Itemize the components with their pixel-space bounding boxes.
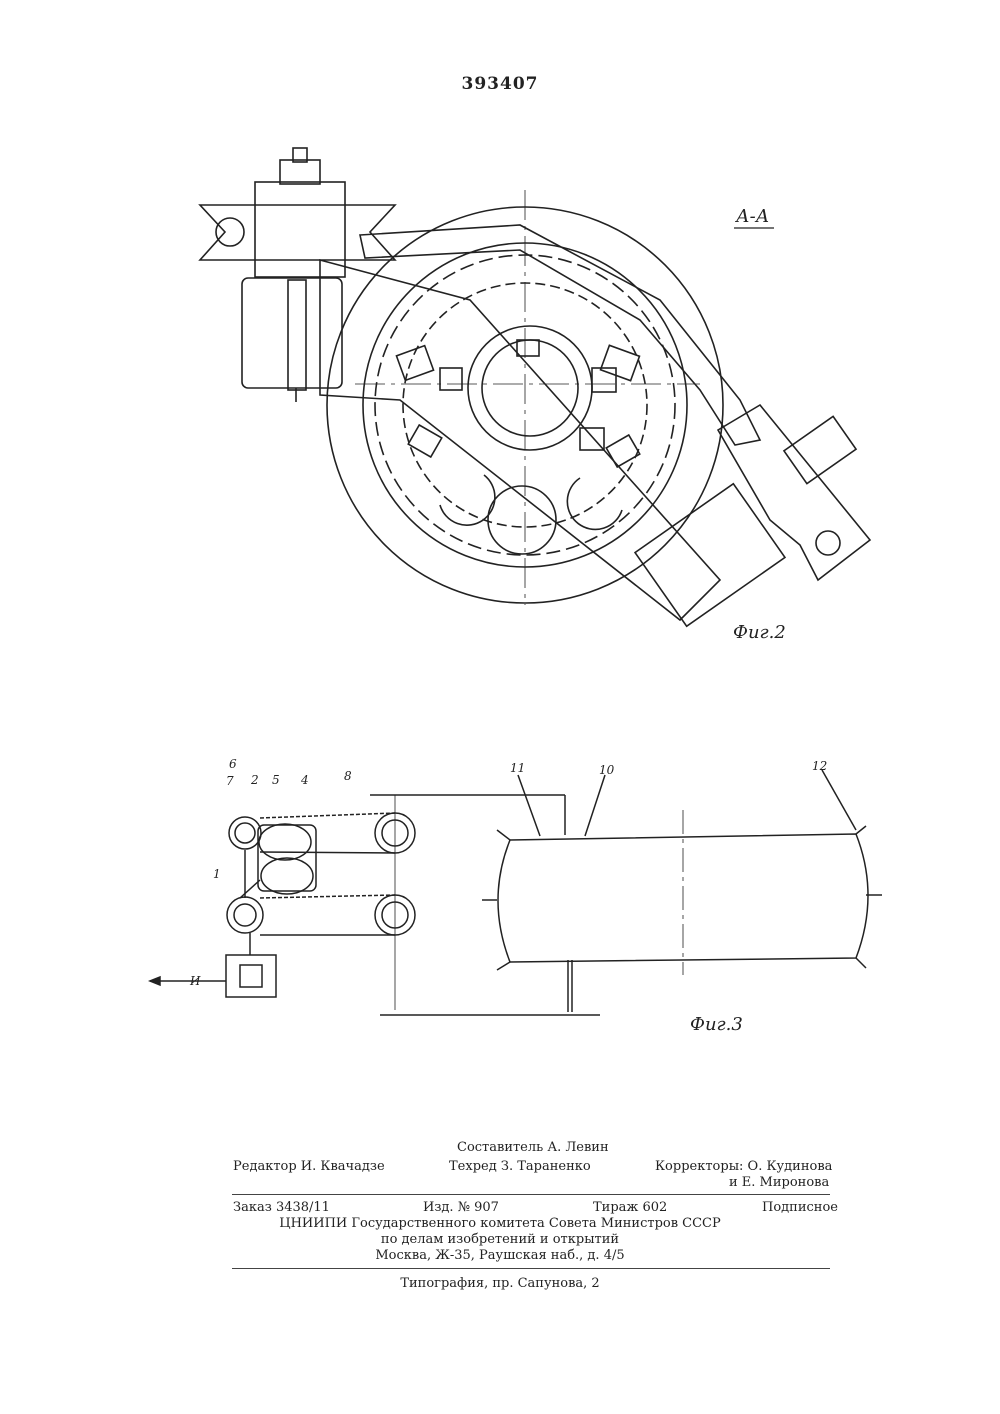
print-run: Тираж 602 [593, 1200, 667, 1215]
divider-top [232, 1194, 830, 1195]
svg-text:7: 7 [226, 774, 234, 788]
svg-text:4: 4 [300, 773, 309, 787]
organization-line-1: ЦНИИПИ Государственного комитета Совета … [0, 1216, 1000, 1231]
organization-address: Москва, Ж-35, Раушская наб., д. 4/5 [0, 1248, 1000, 1263]
svg-text:12: 12 [812, 759, 827, 773]
svg-text:1: 1 [213, 867, 221, 881]
compiler: Составитель А. Левин [457, 1140, 609, 1155]
correctors-line-1: Корректоры: О. Кудинова [655, 1159, 832, 1174]
svg-text:11: 11 [510, 761, 525, 775]
svg-text:10: 10 [599, 763, 615, 777]
correctors-line-2: и Е. Миронова [729, 1175, 829, 1190]
fig3-labels: 6 7 2 5 4 8 1 И 11 10 12 [189, 757, 827, 988]
subscription: Подписное [762, 1200, 838, 1215]
edition-number: Изд. № 907 [423, 1200, 499, 1215]
svg-text:8: 8 [344, 769, 352, 783]
fig3-caption: Фиг.3 [690, 1014, 743, 1035]
svg-text:5: 5 [272, 773, 280, 787]
svg-text:6: 6 [229, 757, 237, 771]
order-number: Заказ 3438/11 [233, 1200, 330, 1215]
organization-line-2: по делам изобретений и открытий [0, 1232, 1000, 1247]
svg-text:И: И [189, 974, 201, 988]
editor: Редактор И. Квачадзе [233, 1159, 385, 1174]
divider-bottom [232, 1268, 830, 1269]
printer: Типография, пр. Сапунова, 2 [0, 1276, 1000, 1291]
figure-3-drawing: 6 7 2 5 4 8 1 И 11 10 12 Фиг.3 [0, 0, 1000, 1100]
techred: Техред З. Тараненко [449, 1159, 591, 1174]
svg-text:2: 2 [250, 773, 259, 787]
